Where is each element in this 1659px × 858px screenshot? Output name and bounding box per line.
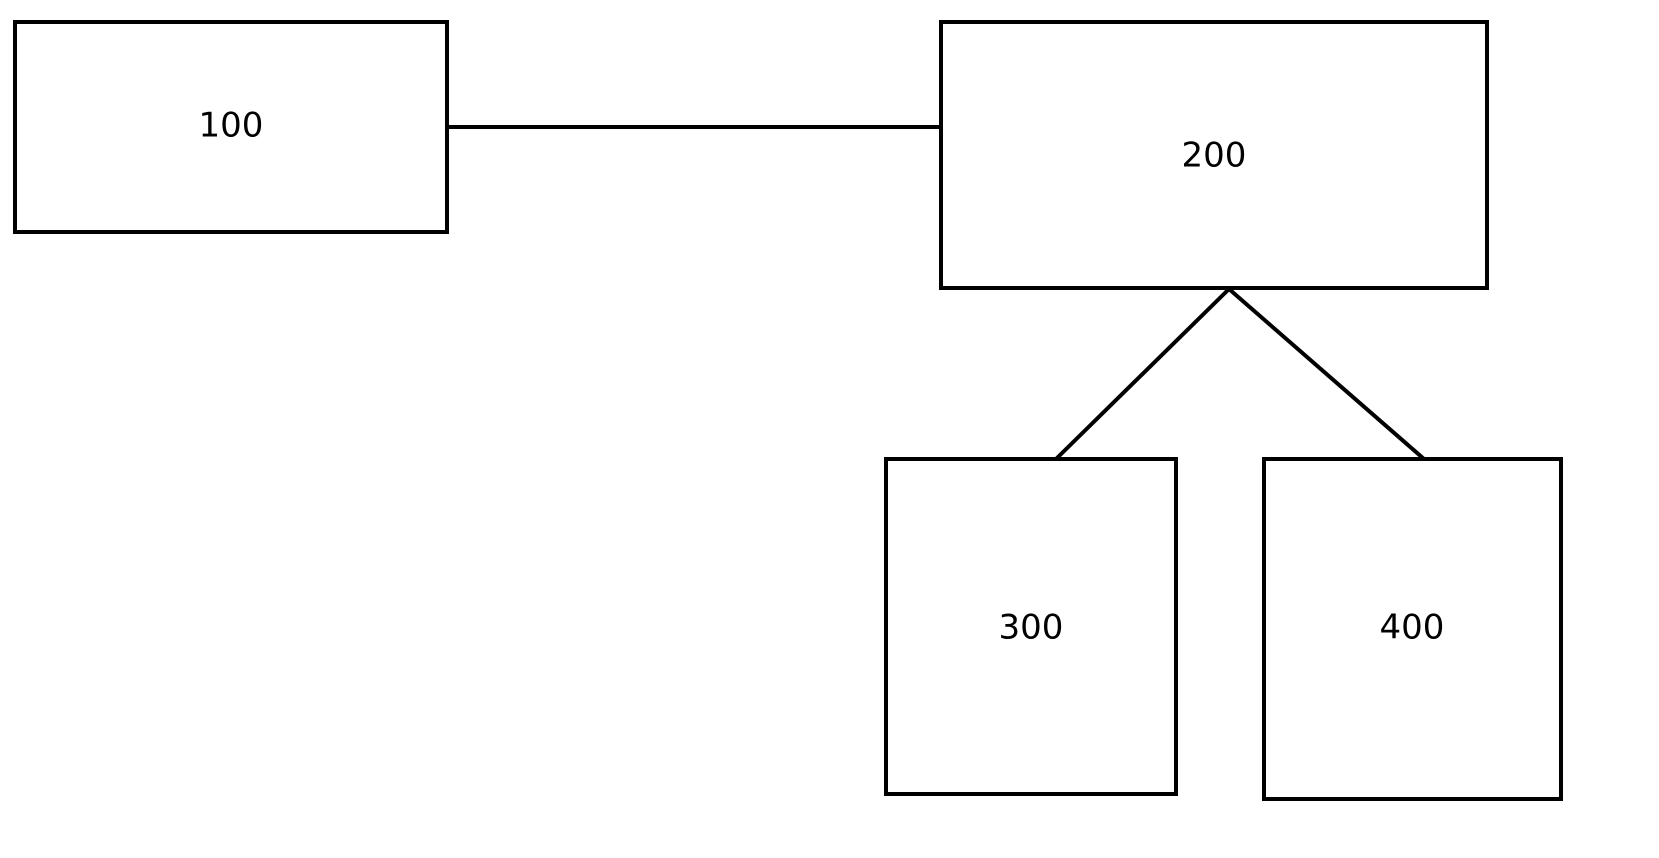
block-300-label: 300: [999, 608, 1064, 648]
block-400[interactable]: 400: [1262, 457, 1563, 801]
block-400-rect[interactable]: [1262, 457, 1563, 801]
connector-200-to-400: [1227, 287, 1426, 461]
block-300[interactable]: 300: [884, 457, 1178, 796]
block-100-rect[interactable]: [13, 20, 449, 234]
connector-200-to-300: [1054, 287, 1231, 461]
block-200[interactable]: 200: [939, 20, 1489, 290]
block-400-label: 400: [1380, 608, 1445, 648]
block-100[interactable]: 100: [13, 20, 449, 234]
block-200-rect[interactable]: [939, 20, 1489, 290]
block-100-label: 100: [199, 106, 264, 146]
block-300-rect[interactable]: [884, 457, 1178, 796]
block-200-label: 200: [1182, 136, 1247, 176]
